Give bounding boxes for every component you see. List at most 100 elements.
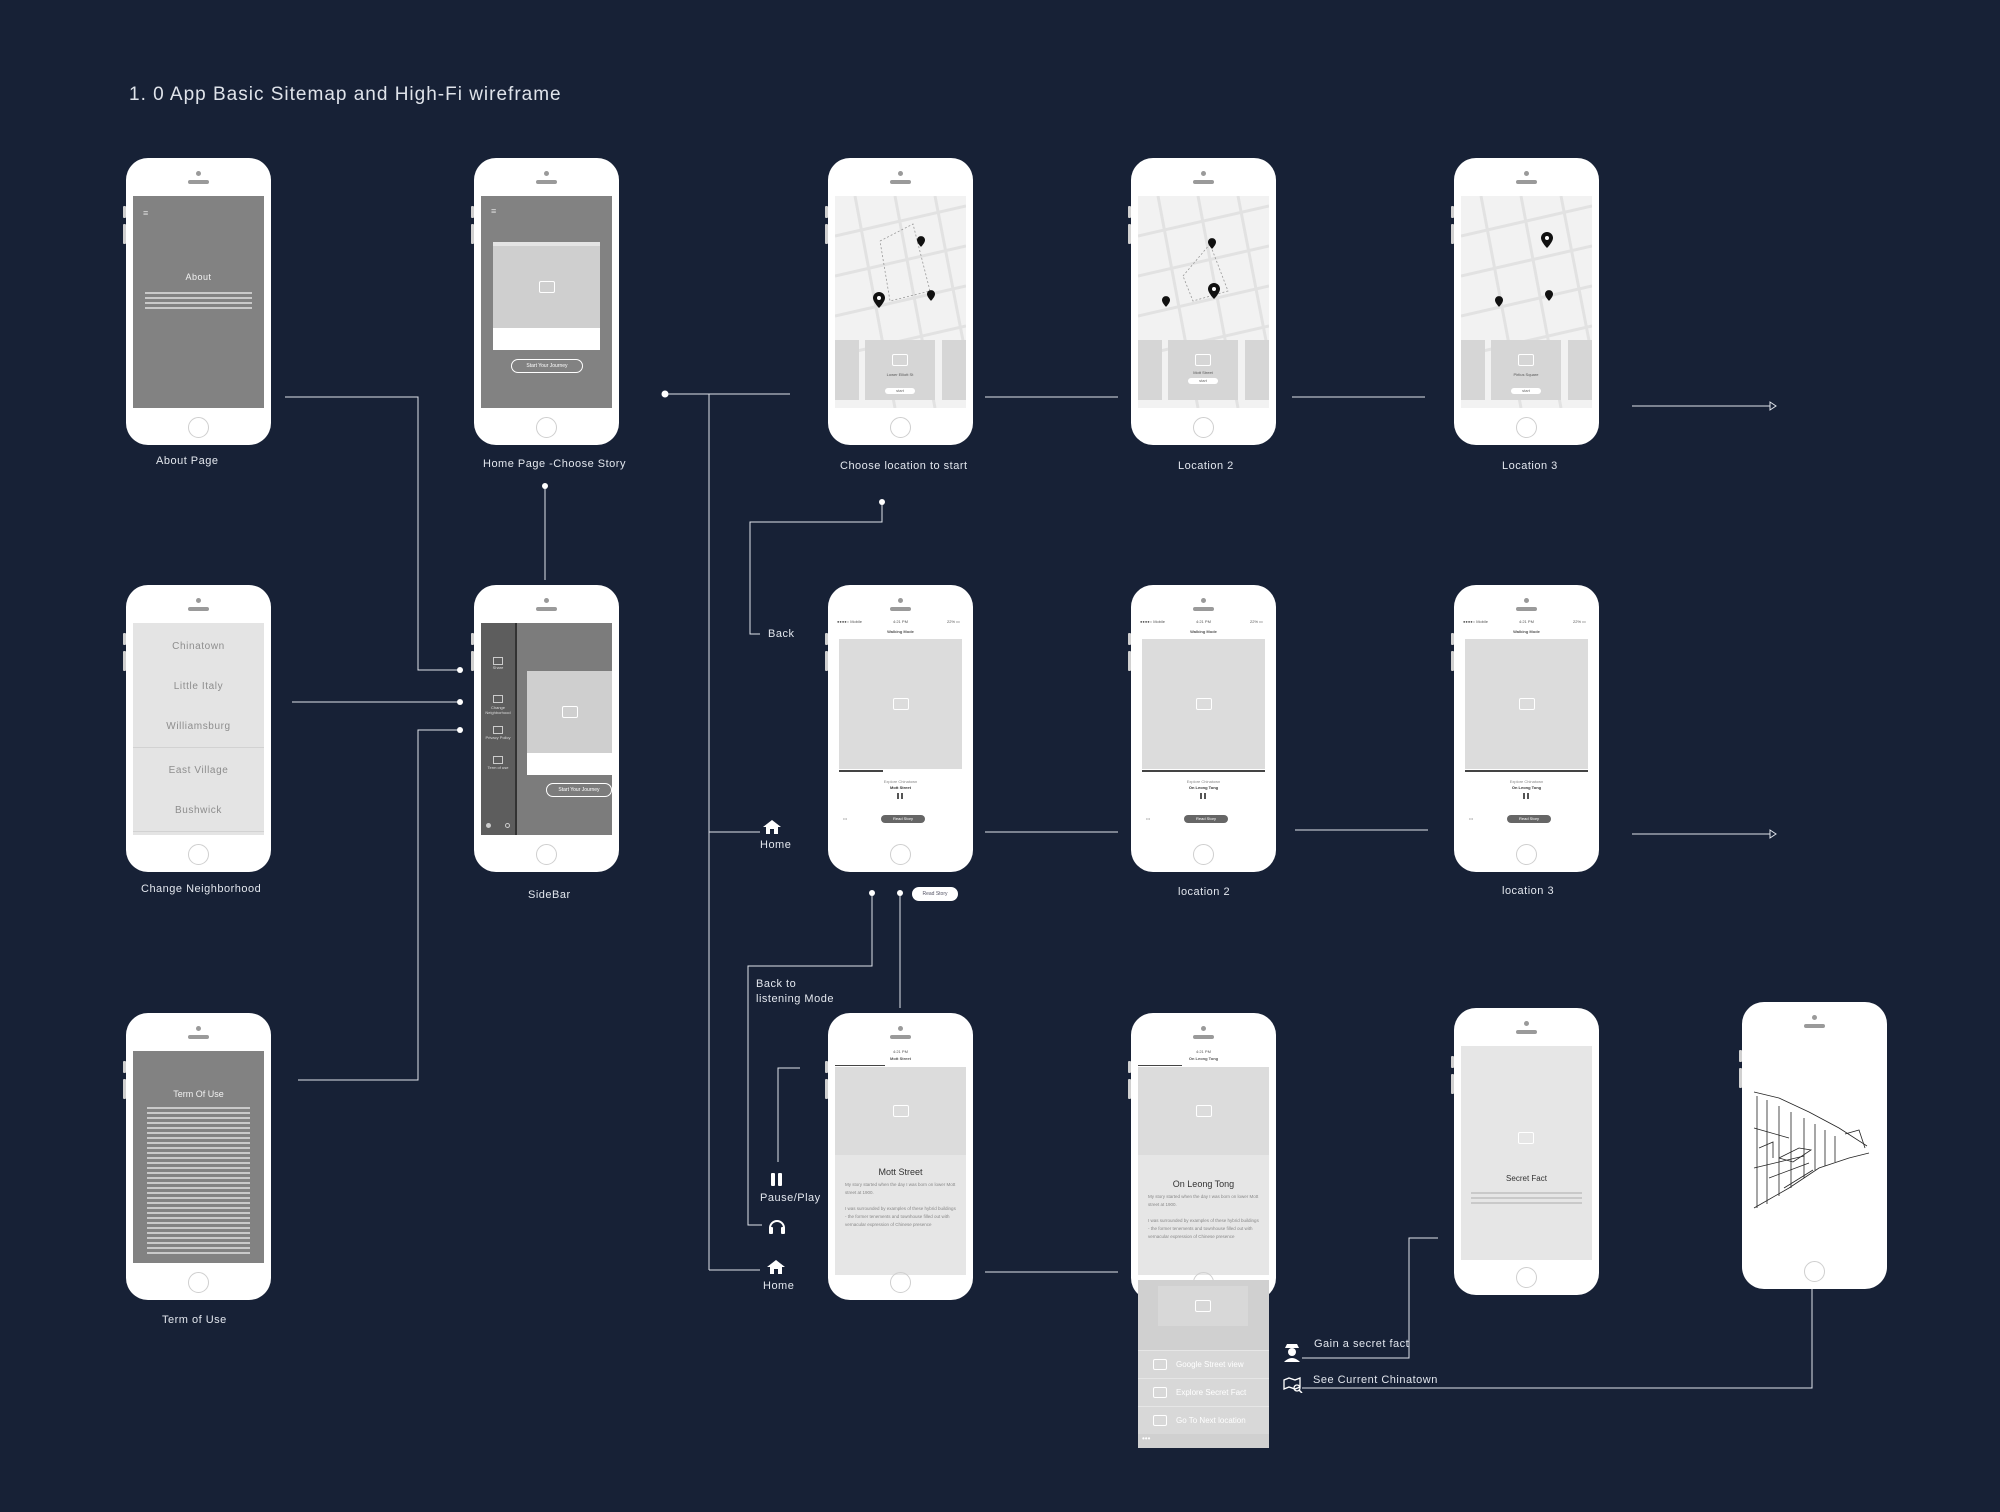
read-story-tag[interactable]: Read Story [912, 887, 958, 901]
more-icon[interactable]: ••• [843, 816, 848, 821]
story-image [835, 1067, 966, 1155]
phone-about: ≡ About [123, 158, 271, 445]
caption-neighborhood: Change Neighborhood [141, 883, 262, 895]
start-button[interactable]: start [885, 388, 915, 394]
story-title: On Leong Tong [1172, 1179, 1235, 1189]
location-2-map-screen: Mott Street start [1138, 196, 1269, 408]
location-card[interactable]: Lower Elliott St start [865, 340, 935, 400]
map-pin-icon[interactable] [1162, 294, 1170, 312]
link-about-sidebar [285, 396, 458, 671]
terms-text-line [147, 1187, 250, 1189]
map-pin-icon[interactable] [1495, 294, 1503, 312]
terms-text-line [147, 1142, 250, 1144]
link-terms-sidebar [298, 729, 458, 1081]
location-card[interactable]: Pirlius Square start [1491, 340, 1561, 400]
phone-sidebar: Share Change Neighborhood Privacy Policy… [471, 585, 619, 872]
phone-walking-3: ●●●●○ Mobile 4:21 PM 22% ▭ Walking Mode … [1451, 585, 1599, 872]
map-pin-icon[interactable] [1541, 232, 1553, 253]
neighborhood-little-italy[interactable]: Little Italy [133, 667, 264, 708]
settings-icon[interactable] [486, 823, 491, 828]
mode-title: Walking Mode [1190, 629, 1217, 634]
pause-icon[interactable] [1523, 793, 1525, 799]
menu-item-explore-secret[interactable]: Explore Secret Fact [1138, 1378, 1269, 1406]
sidebar-item-share[interactable]: Share [492, 665, 504, 670]
pause-icon[interactable] [771, 1173, 783, 1191]
secret-fact-title: Secret Fact [1506, 1174, 1547, 1183]
terms-text-line [147, 1127, 250, 1129]
read-story-button[interactable]: Read Story [1507, 815, 1551, 823]
neighborhood-icon [493, 695, 503, 703]
sidebar-item-terms[interactable]: Term of use [487, 765, 509, 770]
terms-text-line [147, 1192, 250, 1194]
start-journey-button[interactable]: Start Your Journey [546, 783, 612, 797]
pause-icon[interactable] [1200, 793, 1202, 799]
menu-icon[interactable]: ≡ [143, 208, 149, 218]
more-icon[interactable]: ••• [1469, 816, 1474, 821]
terms-text-line [147, 1227, 250, 1229]
home-icon[interactable] [763, 820, 781, 839]
pause-icon[interactable] [897, 793, 899, 799]
phone-secret-fact: Secret Fact [1451, 1008, 1599, 1295]
mode-title: Walking Mode [887, 629, 914, 634]
neighborhood-east-village[interactable]: East Village [133, 751, 264, 792]
story-image [839, 639, 962, 769]
more-icon[interactable]: ••• [1142, 1434, 1151, 1443]
more-icon[interactable]: ••• [1146, 816, 1151, 821]
terms-text-line [147, 1202, 250, 1204]
map-pin-icon[interactable] [1545, 288, 1553, 306]
map-pin-icon[interactable] [917, 234, 925, 252]
street-sketch [1749, 1038, 1880, 1254]
link-secret [1302, 1237, 1438, 1359]
map-pin-icon[interactable] [927, 288, 935, 306]
image-icon [1153, 1387, 1167, 1398]
story-image [1465, 639, 1588, 769]
phone-story-1: 4:21 PM Mott Street Mott Street My story… [825, 1013, 973, 1300]
story-image [1138, 1067, 1269, 1155]
story-image [1142, 639, 1265, 769]
terms-text-line [147, 1207, 250, 1209]
label-see-chinatown: See Current Chinatown [1313, 1374, 1438, 1386]
start-button[interactable]: start [1511, 388, 1541, 394]
walking-1-screen: ●●●●○ Mobile 4:21 PM 22% ▭ Walking Mode … [835, 619, 966, 839]
neighborhood-chinatown[interactable]: Chinatown [133, 627, 264, 668]
neighborhood-bushwick[interactable]: Bushwick [133, 791, 264, 832]
menu-item-google-street-view[interactable]: Google Street view [1138, 1350, 1269, 1378]
label-back-listening-2: listening Mode [756, 993, 834, 1005]
phone-choose-location: Lower Elliott St start [825, 158, 973, 445]
neighborhood-williamsburg[interactable]: Williamsburg [133, 707, 264, 748]
map-search-icon[interactable] [1283, 1377, 1303, 1398]
read-story-button[interactable]: Read Story [881, 815, 925, 823]
map-pin-icon[interactable] [1208, 283, 1220, 304]
refresh-icon[interactable] [505, 823, 510, 828]
terms-text-line [147, 1137, 250, 1139]
terms-text-line [147, 1252, 250, 1254]
read-story-button[interactable]: Read Story [1184, 815, 1228, 823]
terms-text-line [147, 1177, 250, 1179]
caption-location-2-map: Location 2 [1178, 460, 1234, 472]
start-journey-button[interactable]: Start Your Journey [511, 359, 583, 373]
location-card[interactable]: Mott Street start [1168, 340, 1238, 400]
terms-text-line [147, 1132, 250, 1134]
home-icon[interactable] [767, 1260, 785, 1279]
caption-about: About Page [156, 455, 219, 467]
terms-heading: Term Of Use [173, 1089, 224, 1099]
headphones-icon[interactable] [768, 1217, 786, 1239]
terms-text-line [147, 1147, 250, 1149]
progress-bar[interactable] [1142, 770, 1265, 772]
terms-text-line [147, 1162, 250, 1164]
map-pin-icon[interactable] [873, 292, 885, 313]
progress-bar[interactable] [1465, 770, 1588, 772]
caption-location-3-map: Location 3 [1502, 460, 1558, 472]
terms-text-line [147, 1247, 250, 1249]
progress-bar[interactable] [839, 770, 883, 772]
caption-home: Home Page -Choose Story [483, 458, 626, 470]
terms-text-line [147, 1232, 250, 1234]
menu-icon[interactable]: ≡ [491, 206, 497, 216]
detective-icon[interactable] [1283, 1342, 1301, 1367]
sidebar-item-neighborhood[interactable]: Change Neighborhood [485, 705, 511, 715]
map-pin-icon[interactable] [1208, 236, 1216, 254]
sidebar-item-privacy[interactable]: Privacy Policy [485, 735, 511, 740]
secret-fact-screen: Secret Fact [1461, 1046, 1592, 1260]
menu-item-next-location[interactable]: Go To Next location [1138, 1406, 1269, 1434]
start-button[interactable]: start [1188, 378, 1218, 384]
